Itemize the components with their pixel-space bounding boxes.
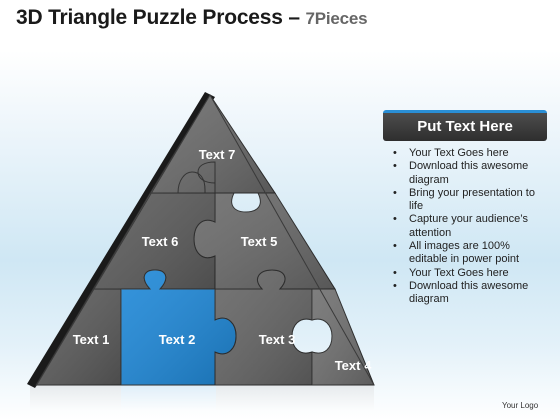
bullet-item: All images are 100% editable in power po… [393, 240, 547, 267]
piece-shading [93, 172, 215, 289]
piece-shading [312, 289, 374, 385]
piece-shading [215, 270, 312, 385]
title-main: 3D Triangle Puzzle Process – [16, 6, 306, 29]
piece-shading [36, 289, 121, 385]
bullet-item: Download this awesome diagram [393, 160, 547, 187]
bullet-item: Bring your presentation to life [393, 187, 547, 214]
piece-label: Text 4 [335, 358, 372, 373]
puzzle-piece-text-7: Text 7 [149, 94, 276, 194]
bullet-item: Download this awesome diagram [393, 280, 547, 307]
piece-label: Text 3 [259, 332, 296, 347]
puzzle-piece-text-5: Text 5 [193, 192, 336, 290]
bullet-item: Your Text Goes here [393, 147, 547, 161]
puzzle-piece-text-1: Text 1 [35, 288, 122, 386]
piece-label: Text 2 [159, 332, 196, 347]
bullet-item: Your Text Goes here [393, 267, 547, 281]
logo-text: Your Logo [502, 401, 539, 410]
piece-label: Text 1 [73, 332, 110, 347]
puzzle-piece-text-4: Text 4 [311, 288, 375, 386]
piece-shading [194, 193, 335, 289]
puzzle-piece-text-6: Text 6 [92, 171, 216, 290]
piece-shading [121, 270, 236, 385]
puzzle-piece-text-3: Text 3 [214, 269, 313, 386]
piece-shading [150, 95, 275, 193]
bullet-list: Your Text Goes here Download this awesom… [383, 147, 547, 307]
title-sub: 7Pieces [305, 9, 368, 28]
piece-label: Text 5 [241, 234, 278, 249]
bullet-item: Capture your audience’s attention [393, 213, 547, 240]
text-panel: Put Text Here Your Text Goes here Downlo… [383, 110, 547, 307]
panel-heading: Put Text Here [383, 110, 547, 141]
piece-label: Text 6 [142, 234, 179, 249]
piece-label: Text 7 [199, 147, 236, 162]
slide-title: 3D Triangle Puzzle Process – 7Pieces [16, 6, 368, 30]
triangle-top-edge [35, 94, 375, 387]
puzzle-piece-text-2: Text 2 [120, 269, 237, 386]
floor-reflection [30, 385, 374, 411]
